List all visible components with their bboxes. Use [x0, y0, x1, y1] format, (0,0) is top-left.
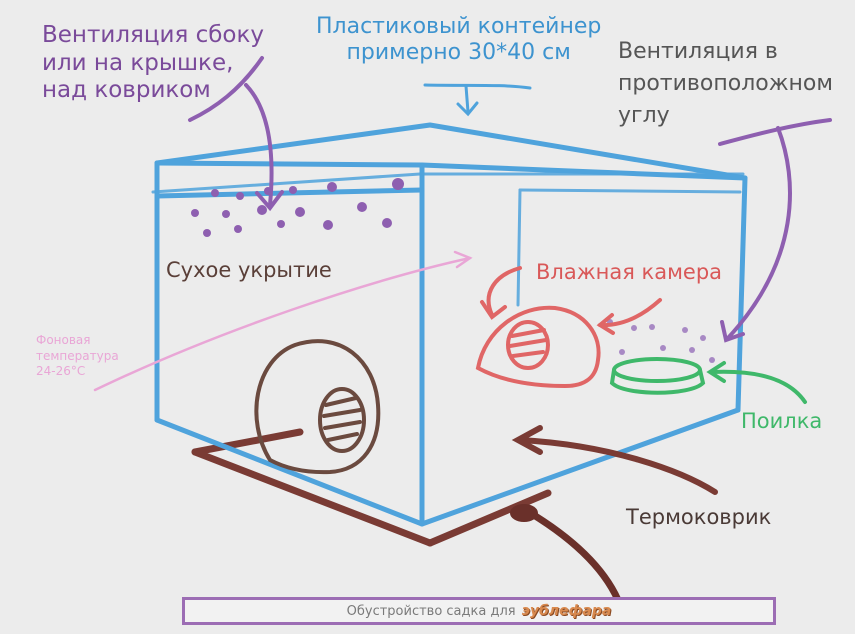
- dry-hide: [254, 339, 381, 475]
- container-arrow: [423, 83, 532, 117]
- heat-mat-cable: [518, 504, 622, 604]
- label-temperature-line: температура: [36, 348, 119, 363]
- label-ventilation-side-line: Вентиляция сбоку: [42, 22, 265, 48]
- temperature-arrow: [93, 256, 472, 392]
- water-bowl: [609, 357, 706, 395]
- wet-chamber-arrows: [480, 266, 662, 335]
- caption-text: Обустройство садка для: [346, 603, 516, 619]
- label-container: Пластиковый контейнер примерно 30*40 см: [316, 14, 601, 67]
- ventilation-holes-lid: [191, 178, 404, 237]
- label-dry-hide: Сухое укрытие: [166, 258, 332, 282]
- vent-opposite-arrow: [718, 118, 832, 343]
- ventilation-holes-corner: [607, 319, 715, 363]
- label-ventilation-side-line: над ковриком: [42, 77, 211, 104]
- heat-mat-plug: [510, 504, 538, 522]
- vent-side-arrow: [188, 56, 284, 212]
- label-heat-mat: Термоковрик: [626, 505, 772, 529]
- label-ventilation-side: Вентиляция сбоку или на крышке, над ковр…: [42, 22, 264, 105]
- label-background-temperature: Фоновая температура 24-26°C: [36, 333, 119, 380]
- heat-mat: [191, 428, 552, 547]
- label-ventilation-opposite-line: противоположном: [618, 70, 833, 96]
- label-container-line: Пластиковый контейнер: [316, 14, 602, 39]
- label-ventilation-opposite-line: Вентиляция в: [618, 39, 778, 64]
- label-temperature-line: 24-26°C: [36, 364, 86, 379]
- water-bowl-arrow: [706, 361, 807, 404]
- heat-mat-arrow: [511, 425, 718, 495]
- plastic-container: [154, 122, 748, 527]
- label-ventilation-opposite-line: углу: [618, 102, 670, 128]
- label-container-line: примерно 30*40 см: [346, 40, 571, 66]
- caption-brand: эублефара: [521, 603, 612, 619]
- label-ventilation-side-line: или на крышке,: [42, 49, 234, 76]
- label-wet-chamber: Влажная камера: [536, 260, 723, 284]
- label-ventilation-opposite: Вентиляция в противоположном углу: [618, 36, 833, 132]
- temperature-arrowhead: [453, 250, 473, 269]
- wet-chamber: [475, 305, 601, 389]
- caption-box: Обустройство садка для эублефара: [182, 597, 776, 625]
- label-water-bowl: Поилка: [741, 409, 823, 433]
- label-temperature-line: Фоновая: [36, 333, 91, 347]
